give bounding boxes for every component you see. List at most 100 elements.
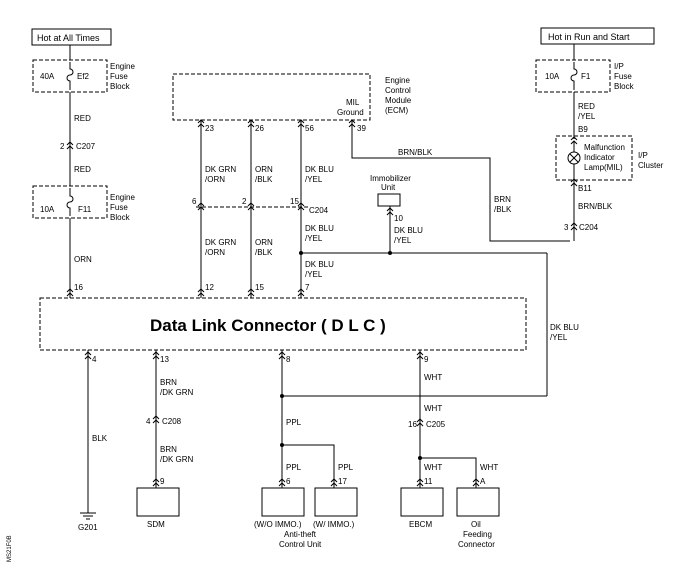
dlc-pin-16: 16 [74, 283, 83, 292]
oil-feeding-label-3: Connector [458, 540, 495, 549]
wire-wht-right: WHT [480, 463, 498, 472]
engine-fuse-block-2-label-3: Block [110, 213, 131, 222]
engine-fuse-block-label-2: Fuse [110, 72, 128, 81]
ecm-pin-39: 39 [357, 124, 366, 133]
wire-brn-dk-grn-upper-1: BRN [160, 378, 177, 387]
sdm-label: SDM [147, 520, 165, 529]
engine-fuse-block-label-1: Engine [110, 62, 135, 71]
dlc-box [39, 297, 527, 351]
wire-dk-blu-yel-mid-1: DK BLU [305, 224, 334, 233]
wire-brn-blk-vertical-1: BRN [494, 195, 511, 204]
anti-theft-label-1: Anti-theft [284, 530, 317, 539]
hot-at-all-times-label: Hot at All Times [37, 33, 100, 43]
wire-brn-blk-right: BRN/BLK [578, 202, 613, 211]
dlc-pin-15: 15 [255, 283, 264, 292]
ecm-mil-label-1: MIL [346, 98, 360, 107]
fuse-ef2-icon [66, 62, 74, 90]
oil-feeding-label-2: Feeding [463, 530, 492, 539]
ip-cluster-label-2: Cluster [638, 161, 664, 170]
hot-in-run-and-start-box [540, 27, 655, 45]
oil-feeding-label-1: Oil [471, 520, 481, 529]
engine-fuse-block-label-3: Block [110, 82, 131, 91]
wire-dk-blu-yel-right-1: DK BLU [550, 323, 579, 332]
anti-theft-w-pin: 17 [338, 477, 347, 486]
fuse-f1-name: F1 [581, 72, 591, 81]
ecm-label-2: Control [385, 86, 411, 95]
ebcm-label: EBCM [409, 520, 432, 529]
wire-dk-blu-yel-upper-1: DK BLU [305, 165, 334, 174]
anti-theft-label-2: Control Unit [279, 540, 322, 549]
ecm-box [172, 73, 371, 121]
wire-dk-blu-yel-upper-2: /YEL [305, 175, 323, 184]
mil-pin-b9: B9 [578, 125, 588, 134]
wire-brn-dk-grn-upper-2: /DK GRN [160, 388, 194, 397]
dlc-pin-4: 4 [92, 355, 97, 364]
wire-brn-dk-grn-lower-1: BRN [160, 445, 177, 454]
wire-red-upper: RED [74, 114, 91, 123]
ebcm-box [400, 487, 444, 517]
splice-wht [418, 456, 422, 460]
mil-label-2: Indicator [584, 153, 615, 162]
engine-fuse-block-f11 [32, 185, 108, 219]
wire-red-lower: RED [74, 165, 91, 174]
wire-dk-grn-orn-upper-1: DK GRN [205, 165, 236, 174]
dlc-title: Data Link Connector ( D L C ) [150, 316, 386, 335]
wire-wht-left: WHT [424, 463, 442, 472]
ip-cluster-label-1: I/P [638, 151, 648, 160]
dlc-pin-12: 12 [205, 283, 214, 292]
c207-pin: 2 [60, 142, 65, 151]
immobilizer-label-2: Unit [381, 183, 396, 192]
wire-wht-upper-2: WHT [424, 404, 442, 413]
wire-orn-blk-upper-1: ORN [255, 165, 273, 174]
dlc-pin-9: 9 [424, 355, 429, 364]
wire-orn-blk-upper-2: /BLK [255, 175, 273, 184]
wire-orn-blk-lower-2: /BLK [255, 248, 273, 257]
oil-feeding-connector-box [456, 487, 500, 517]
wire-ppl-right: PPL [338, 463, 354, 472]
mil-lamp-icon [567, 151, 581, 165]
splice-ppl [280, 443, 284, 447]
hot-at-all-times-box [31, 28, 112, 46]
wire-dk-blu-yel-lower-1: DK BLU [305, 260, 334, 269]
mil-label-3: Lamp(MIL) [584, 163, 623, 172]
splice-dk-blu-1 [299, 251, 303, 255]
dlc-pin-7: 7 [305, 283, 310, 292]
wire-blk: BLK [92, 434, 108, 443]
fuse-f1-icon [570, 62, 578, 90]
wire-brn-blk-horizontal: BRN/BLK [398, 148, 433, 157]
fuse-f1-rating: 10A [545, 72, 560, 81]
hot-in-run-and-start-label: Hot in Run and Start [548, 32, 630, 42]
ground-label: G201 [78, 523, 98, 532]
wire-dk-grn-orn-lower-1: DK GRN [205, 238, 236, 247]
fuse-ef2-name: Ef2 [77, 72, 90, 81]
c204-label-center: C204 [309, 206, 329, 215]
wire-orn-blk-lower-1: ORN [255, 238, 273, 247]
anti-theft-wo-immo-label: (W/O IMMO.) [254, 520, 302, 529]
c207-label: C207 [76, 142, 96, 151]
fuse-f11-rating: 10A [40, 205, 55, 214]
ip-cluster-box [555, 135, 633, 181]
engine-fuse-block-2-label-1: Engine [110, 193, 135, 202]
splice-dk-blu-bottom [280, 394, 284, 398]
ecm-label-1: Engine [385, 76, 410, 85]
dlc-pin-13: 13 [160, 355, 169, 364]
c205-label: C205 [426, 420, 446, 429]
fuse-f11-name: F11 [78, 205, 92, 214]
ebcm-pin: 11 [424, 477, 433, 486]
wire-red-yel-2: /YEL [578, 112, 596, 121]
wire-immo-dk-blu-yel-1: DK BLU [394, 226, 423, 235]
sdm-pin: 9 [160, 477, 165, 486]
c208-pin: 4 [146, 417, 151, 426]
fuse-ef2-rating: 40A [40, 72, 55, 81]
ip-fuse-block-label-3: Block [614, 82, 635, 91]
engine-fuse-block-2-label-2: Fuse [110, 203, 128, 212]
ecm-pin-23: 23 [205, 124, 214, 133]
ecm-label-3: Module [385, 96, 412, 105]
wire-brn-dk-grn-lower-2: /DK GRN [160, 455, 194, 464]
ecm-pin-26: 26 [255, 124, 264, 133]
immobilizer-unit-box [377, 193, 401, 207]
immobilizer-label-1: Immobilizer [370, 174, 411, 183]
c205-pin: 16 [408, 420, 417, 429]
anti-theft-wo-immo-box [261, 487, 305, 517]
ground-icon [80, 512, 96, 520]
